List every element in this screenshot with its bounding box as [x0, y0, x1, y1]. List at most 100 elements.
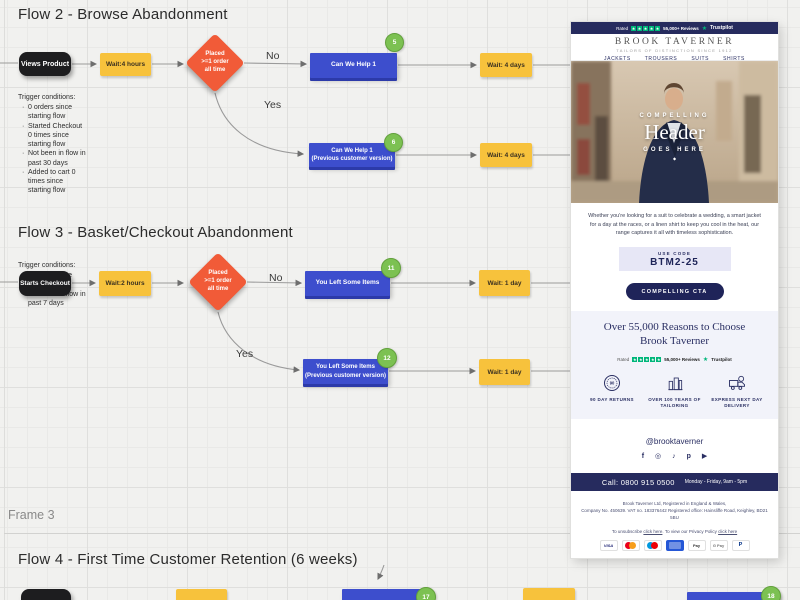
flow3-email1-label: You Left Some Items [315, 279, 380, 287]
flow2-trigger-heading: Trigger conditions: [18, 94, 76, 101]
flow3-wait1-label: Wait:2 hours [105, 280, 145, 287]
brand-tagline: TAILORS OF DISTINCTION SINCE 1912 [616, 48, 733, 53]
flow3-email1-node[interactable]: You Left Some Items [305, 271, 390, 296]
email-header: BROOK TAVERNER TAILORS OF DISTINCTION SI… [571, 34, 778, 62]
flow3-yes-label: Yes [236, 348, 254, 360]
flow2-trigger-item: Added to cart 0 times since starting flo… [22, 168, 86, 196]
flow4-email1-badge[interactable]: 17 [416, 587, 436, 600]
flow3-start-label: Starts Checkout [20, 280, 70, 287]
flow3-email1-badge[interactable]: 11 [381, 258, 401, 278]
brand-logo[interactable]: BROOK TAVERNER [614, 37, 735, 47]
frame3-label[interactable]: Frame 3 [8, 508, 55, 522]
trustpilot-stars-icon: ★★★★★ [632, 356, 662, 362]
badge-returns-label: 90 DAY RETURNS [590, 396, 634, 402]
footer-company-line2: Company No. 450639. VAT no. 183376442 Re… [581, 508, 768, 521]
privacy-policy-link[interactable]: click here [718, 528, 738, 534]
nav-item-jackets[interactable]: JACKETS [604, 56, 631, 62]
frame3-top-border [4, 533, 800, 534]
email-body-text: Whether you're looking for a suit to cel… [588, 213, 761, 237]
trustpilot-star-icon: ★ [702, 356, 709, 363]
unsubscribe-link[interactable]: click here [643, 528, 663, 534]
flow3-no-label: No [269, 272, 283, 284]
flow2-email2-badge-number: 6 [391, 139, 396, 146]
social-icons-row: f ◎ ♪ p ▶ [571, 453, 778, 461]
flow2-trigger-item: Started Checkout 0 times since starting … [22, 122, 86, 150]
hero-divider-dot: ◆ [672, 156, 677, 161]
flow2-email1-node[interactable]: Can We Help 1 [310, 53, 397, 78]
flow2-wait2b-node[interactable]: Wait: 4 days [480, 143, 532, 167]
nav-item-trousers[interactable]: TROUSERS [644, 56, 678, 62]
flow4-email2-badge[interactable]: 18 [761, 586, 781, 600]
apple-pay-icon: Pay [687, 539, 706, 551]
email-hero-image[interactable]: COMPELLING Header GOES HERE ◆ [571, 61, 778, 203]
flow2-wait1-node[interactable]: Wait:4 hours [100, 53, 151, 76]
flow4-email2-node[interactable] [687, 592, 780, 600]
flow2-wait2b-label: Wait: 4 days [487, 151, 525, 159]
pinterest-icon[interactable]: p [686, 453, 691, 460]
flow3-title: Flow 3 - Basket/Checkout Abandonment [18, 224, 293, 241]
flow3-decision-node[interactable]: Placed >=1 order all time [188, 252, 248, 312]
payment-icons-row: VISA Pay G Pay P [571, 539, 778, 551]
flow3-decision-label: Placed >=1 order all time [204, 270, 232, 292]
discount-code-value: BTM2-25 [650, 256, 699, 268]
flow4-email1-badge-number: 17 [422, 593, 430, 600]
flow3-wait2a-label: Wait: 1 day [487, 279, 522, 287]
flow2-wait1-label: Wait:4 hours [105, 61, 146, 68]
flow3-email2-node[interactable]: You Left Some Items (Previous customer v… [303, 359, 388, 384]
flow2-email2-node[interactable]: Can We Help 1 (Previous customer version… [309, 143, 395, 167]
footer-company-line1: Brook Taverner Ltd, Registered in Englan… [622, 501, 727, 506]
flow4-wait1-node[interactable] [176, 589, 227, 600]
flow3-email2-label: You Left Some Items (Previous customer v… [304, 364, 387, 379]
flow2-email2-badge[interactable]: 6 [384, 133, 403, 152]
hero-subtitle: GOES HERE [643, 147, 706, 153]
maestro-icon [643, 539, 662, 551]
flow3-wait2b-label: Wait: 1 day [487, 368, 522, 376]
cta-label: COMPELLING CTA [641, 288, 708, 295]
flow4-title: Flow 4 - First Time Customer Retention (… [18, 551, 358, 568]
flow4-start-node[interactable] [21, 589, 71, 600]
nav-item-shirts[interactable]: SHIRTS [723, 56, 745, 62]
flow3-wait1-node[interactable]: Wait:2 hours [99, 271, 151, 296]
flow2-wait2a-node[interactable]: Wait: 4 days [480, 53, 532, 77]
nav-item-suits[interactable]: SUITS [691, 56, 710, 62]
instagram-icon[interactable]: ◎ [655, 453, 662, 460]
discount-code-box[interactable]: USE CODE BTM2-25 [618, 247, 731, 271]
cta-button[interactable]: COMPELLING CTA [625, 283, 724, 300]
flow4-email2-badge-number: 18 [767, 592, 775, 600]
contact-bar: Call: 0800 915 0500 Monday - Friday, 9am… [571, 473, 778, 491]
rated-label: Rated [616, 25, 629, 31]
hero-overlay-text: COMPELLING Header GOES HERE ◆ [571, 113, 778, 161]
tailoring-icon [667, 377, 682, 390]
flow4-wait2-node[interactable] [523, 588, 575, 600]
flow2-start-node[interactable]: Views Product [19, 52, 71, 76]
badge-tailoring: OVER 100 YEARS OF TAILORING [644, 373, 706, 411]
flow3-start-node[interactable]: Starts Checkout [19, 271, 71, 296]
reviews-count: 55,000+ Reviews [663, 25, 699, 31]
google-pay-icon: G Pay [709, 539, 728, 551]
flow2-decision-label: Placed >=1 order all time [201, 51, 229, 73]
flow2-decision-node[interactable]: Placed >=1 order all time [185, 33, 245, 93]
badge-returns: 90 90 DAY RETURNS [581, 373, 643, 411]
email-preview-panel[interactable]: Rated ★★★★★ 55,000+ Reviews ★ Trustpilot… [571, 22, 778, 558]
flow2-wait2a-label: Wait: 4 days [487, 61, 525, 69]
flow3-wait2b-node[interactable]: Wait: 1 day [479, 359, 530, 385]
flow3-trigger-heading: Trigger conditions: [18, 262, 76, 269]
flow3-email2-badge[interactable]: 12 [377, 348, 397, 368]
social-handle[interactable]: @brooktaverner [645, 437, 704, 446]
flow2-email1-label: Can We Help 1 [330, 61, 377, 69]
tiktok-icon[interactable]: ♪ [672, 453, 676, 460]
flow2-email1-badge[interactable]: 5 [385, 33, 404, 52]
youtube-icon[interactable]: ▶ [701, 453, 708, 460]
flow2-email2-label: Can We Help 1 (Previous customer version… [311, 147, 393, 162]
flow4-email1-node[interactable] [342, 589, 430, 600]
flow3-wait2a-node[interactable]: Wait: 1 day [479, 270, 530, 296]
email-trustpilot-bar: Rated ★★★★★ 55,000+ Reviews ★ Trustpilot [571, 22, 778, 34]
phone-number[interactable]: Call: 0800 915 0500 [601, 477, 675, 487]
facebook-icon[interactable]: f [641, 453, 645, 460]
rated-label: Rated [617, 356, 630, 362]
trustpilot-label: Trustpilot [711, 356, 732, 362]
social-section: @brooktaverner f ◎ ♪ p ▶ [571, 437, 778, 461]
badge-delivery-label: EXPRESS NEXT DAY DELIVERY [711, 396, 763, 409]
badge-tailoring-label: OVER 100 YEARS OF TAILORING [648, 396, 701, 409]
